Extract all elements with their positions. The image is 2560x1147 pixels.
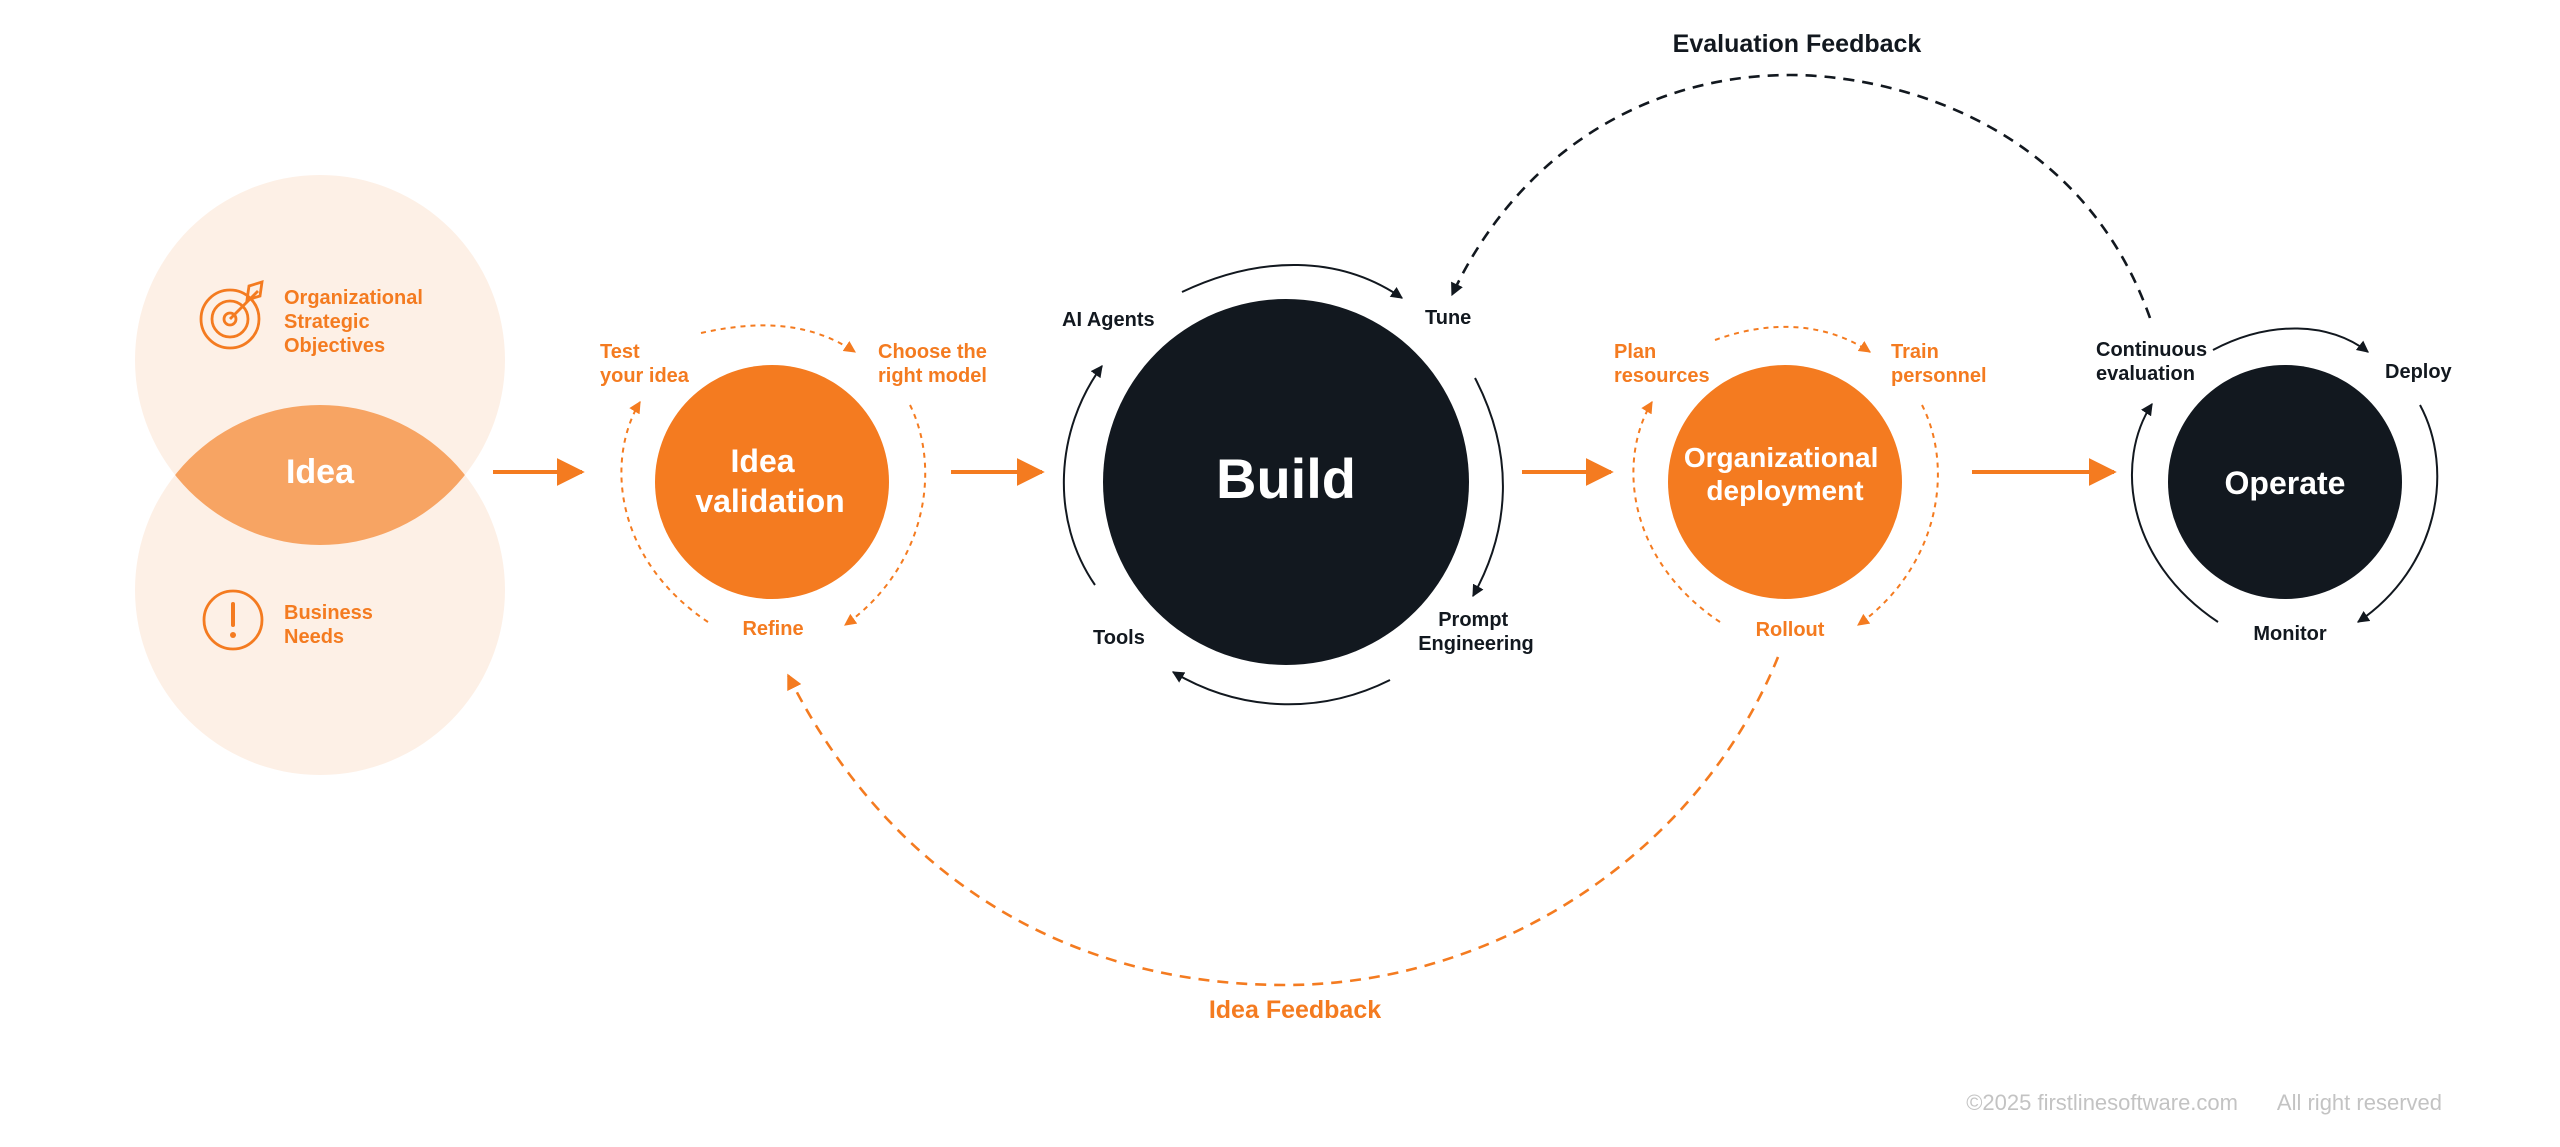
cycle-arrow-agents xyxy=(1181,264,1403,299)
build-title: Build xyxy=(1216,447,1356,510)
target-icon xyxy=(199,280,264,350)
idea-validation-title: Idea validation xyxy=(695,443,844,519)
cycle-arrow-rollout xyxy=(1632,400,1721,623)
plan-resources-label: Plan resources xyxy=(1614,341,1710,387)
footer-rights: All right reserved xyxy=(2277,1090,2442,1115)
monitor-label: Monitor xyxy=(2253,623,2327,645)
choose-model-label: Choose the right model xyxy=(878,341,992,387)
cycle-arrow-tools xyxy=(1062,365,1103,586)
cycle-arrow-prompt xyxy=(1171,671,1391,706)
operate-title: Operate xyxy=(2225,465,2346,501)
operate-stage: Operate Continuous evaluation Deploy Mon… xyxy=(2096,327,2453,645)
idea-overlap xyxy=(135,405,505,545)
test-your-idea-label: Test your idea xyxy=(600,341,690,387)
cycle-arrow-continuous xyxy=(2212,327,2369,353)
deployment-title: Organizational deployment xyxy=(1684,442,1886,506)
idea-feedback-label: Idea Feedback xyxy=(1209,996,1381,1024)
cycle-arrow-refine xyxy=(620,400,709,623)
idea-validation-stage: Idea validation Test your idea Choose th… xyxy=(600,324,992,640)
deployment-stage: Organizational deployment Plan resources… xyxy=(1614,325,1987,641)
business-needs-label: Business Needs xyxy=(284,602,379,648)
strategic-objectives-label: Organizational Strategic Objectives xyxy=(284,287,428,357)
cycle-arrow-choose xyxy=(844,404,927,626)
tools-label: Tools xyxy=(1093,627,1145,649)
exclamation-icon xyxy=(202,589,264,651)
refine-label: Refine xyxy=(742,618,803,640)
idea-validation-circle xyxy=(655,365,889,599)
deploy-label: Deploy xyxy=(2385,361,2453,383)
idea-stage: Idea Organizational Strategic Objectives… xyxy=(135,175,505,775)
ai-agents-label: AI Agents xyxy=(1062,309,1155,331)
evaluation-feedback-arrow xyxy=(1450,73,2152,319)
continuous-evaluation-label: Continuous evaluation xyxy=(2096,339,2213,385)
build-circle xyxy=(1103,299,1469,665)
cycle-arrow-deploy xyxy=(2357,404,2439,623)
deployment-circle xyxy=(1668,365,1902,599)
idea-title: Idea xyxy=(286,453,355,491)
footer-copyright: ©2025 firstlinesoftware.com xyxy=(1966,1090,2238,1115)
cycle-arrow-monitor xyxy=(2130,402,2219,623)
build-stage: Build AI Agents Tune Prompt Engineering … xyxy=(1062,264,1534,706)
cycle-arrow-test xyxy=(700,324,856,353)
cycle-arrow-train xyxy=(1857,404,1939,626)
operate-circle xyxy=(2168,365,2402,599)
prompt-engineering-label: Prompt Engineering xyxy=(1418,609,1534,655)
evaluation-feedback-label: Evaluation Feedback xyxy=(1673,30,1922,58)
cycle-arrow-plan xyxy=(1714,325,1871,353)
train-personnel-label: Train personnel xyxy=(1891,341,1987,387)
rollout-label: Rollout xyxy=(1756,619,1825,641)
tune-label: Tune xyxy=(1425,307,1471,329)
idea-feedback-arrow xyxy=(786,656,1780,987)
cycle-arrow-tune xyxy=(1472,377,1504,598)
